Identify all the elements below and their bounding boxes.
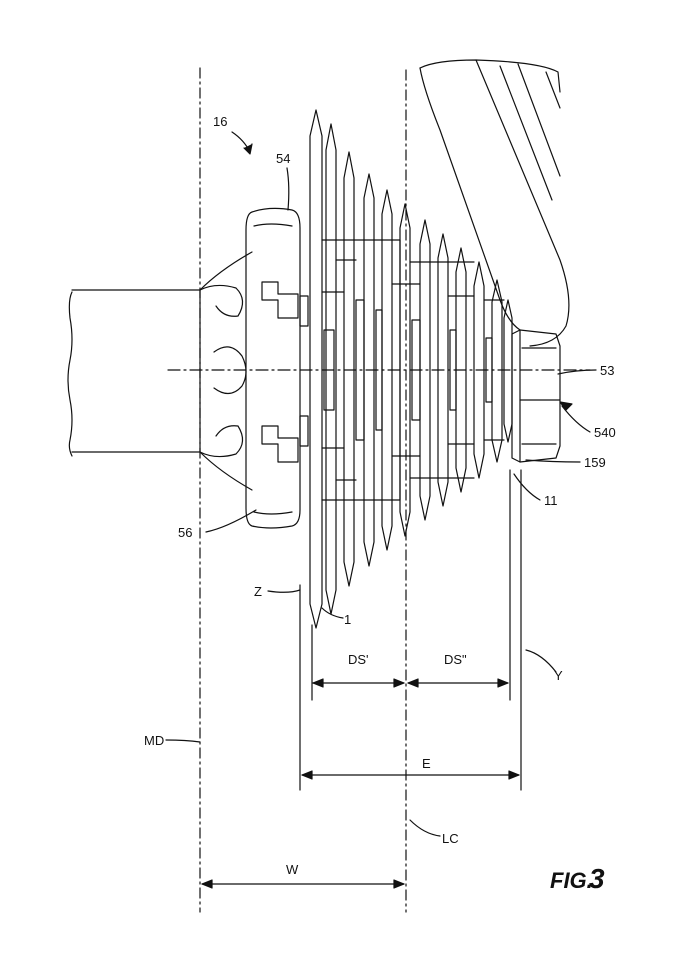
dimension-ds1	[312, 678, 405, 688]
sprocket-stack	[309, 109, 513, 629]
label-16: 16	[213, 114, 227, 129]
label-e: E	[422, 756, 431, 771]
leader-lc	[409, 819, 441, 837]
dimension-w	[201, 879, 405, 889]
hub-shell	[67, 251, 253, 491]
dimension-ds2	[407, 678, 509, 688]
axle-nut	[511, 329, 561, 463]
label-56: 56	[178, 525, 192, 540]
figure-prefix: FIG.	[550, 868, 593, 893]
leader-159	[525, 459, 581, 463]
label-1: 1	[344, 612, 351, 627]
leader-56	[205, 509, 257, 533]
label-159: 159	[584, 455, 606, 470]
dimension-e	[301, 770, 520, 780]
lockring-notches	[261, 281, 309, 463]
leader-54	[286, 167, 290, 211]
label-53: 53	[600, 363, 614, 378]
leader-540	[561, 405, 591, 433]
leader-11	[513, 473, 541, 501]
label-md: MD	[144, 733, 164, 748]
label-w: W	[286, 862, 299, 877]
label-ds2: DS"	[444, 652, 467, 667]
frame-dropout	[419, 59, 570, 347]
hub-body	[199, 207, 301, 529]
leader-53	[557, 369, 597, 375]
label-11: 11	[544, 493, 558, 508]
leader-md	[165, 739, 201, 743]
label-540: 540	[594, 425, 616, 440]
leader-1	[321, 607, 344, 619]
arrow-540	[559, 401, 573, 411]
label-y: Y	[554, 668, 563, 683]
label-lc: LC	[442, 831, 459, 846]
leader-y	[525, 649, 557, 673]
figure-number: 3	[589, 863, 605, 894]
leader-z	[267, 589, 301, 593]
label-54: 54	[276, 151, 290, 166]
label-ds1: DS'	[348, 652, 369, 667]
arrow-16	[243, 143, 253, 155]
label-z: Z	[254, 584, 262, 599]
